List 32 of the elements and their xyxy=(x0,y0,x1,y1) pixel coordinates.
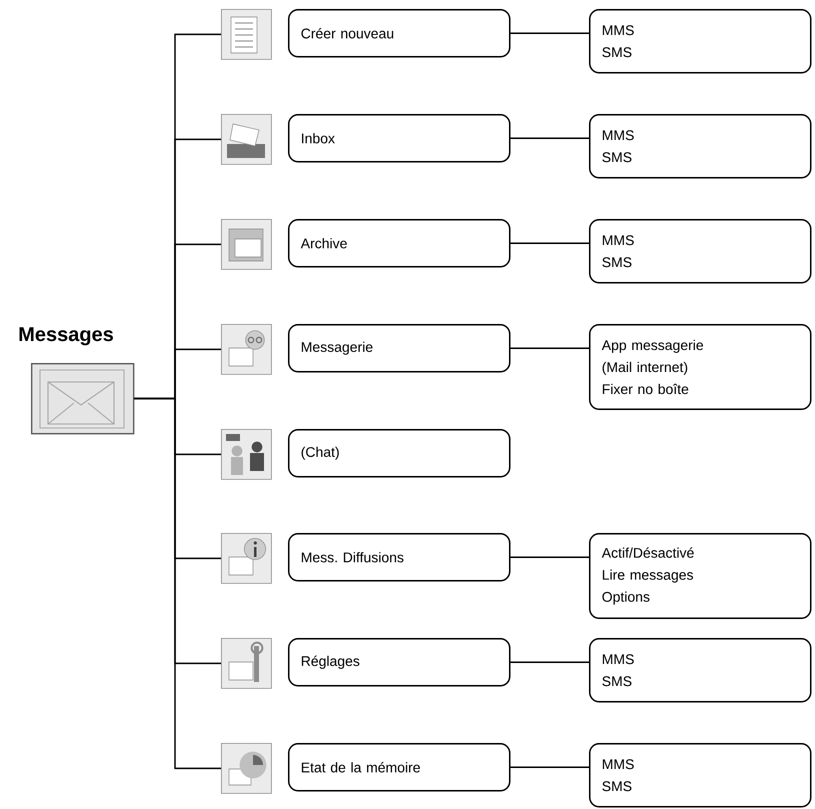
heading: Messages xyxy=(20,327,113,346)
menu-box: Messagerie xyxy=(288,324,510,372)
menu-box: Créer nouveau xyxy=(288,9,510,58)
menu-box: Etat de la mémoire xyxy=(288,743,510,792)
settings-icon xyxy=(221,638,272,689)
menu-box: Inbox xyxy=(288,114,510,162)
folder-icon xyxy=(221,219,272,270)
submenu-box: MMS SMS xyxy=(589,114,812,178)
document-icon xyxy=(221,9,272,60)
tree-connector xyxy=(134,398,221,770)
menu-box: (Chat) xyxy=(288,429,510,478)
submenu-box: MMS SMS xyxy=(589,9,812,74)
piechart-icon xyxy=(221,743,272,794)
menu-box: Archive xyxy=(288,219,510,268)
submenu-box: App messagerie (Mail internet) Fixer no boîte xyxy=(589,324,812,410)
chat-icon xyxy=(221,429,272,480)
info-icon xyxy=(221,533,272,584)
connector-line xyxy=(510,32,589,34)
submenu-box: MMS SMS xyxy=(589,219,812,284)
menu-box: Mess. Diffusions xyxy=(288,533,510,582)
connector-line xyxy=(510,662,589,663)
inbox-icon xyxy=(221,114,272,165)
connector-line xyxy=(510,556,589,558)
connector-line xyxy=(510,242,589,244)
connector-line xyxy=(510,138,589,139)
connector-line xyxy=(510,348,589,349)
submenu-box: MMS SMS xyxy=(589,638,812,702)
connector-line xyxy=(510,766,589,768)
voicemail-icon xyxy=(221,324,272,375)
submenu-box: Actif/Désactivé Lire messages Options xyxy=(589,533,812,619)
submenu-box: MMS SMS xyxy=(589,743,812,808)
menu-box: Réglages xyxy=(288,638,510,686)
